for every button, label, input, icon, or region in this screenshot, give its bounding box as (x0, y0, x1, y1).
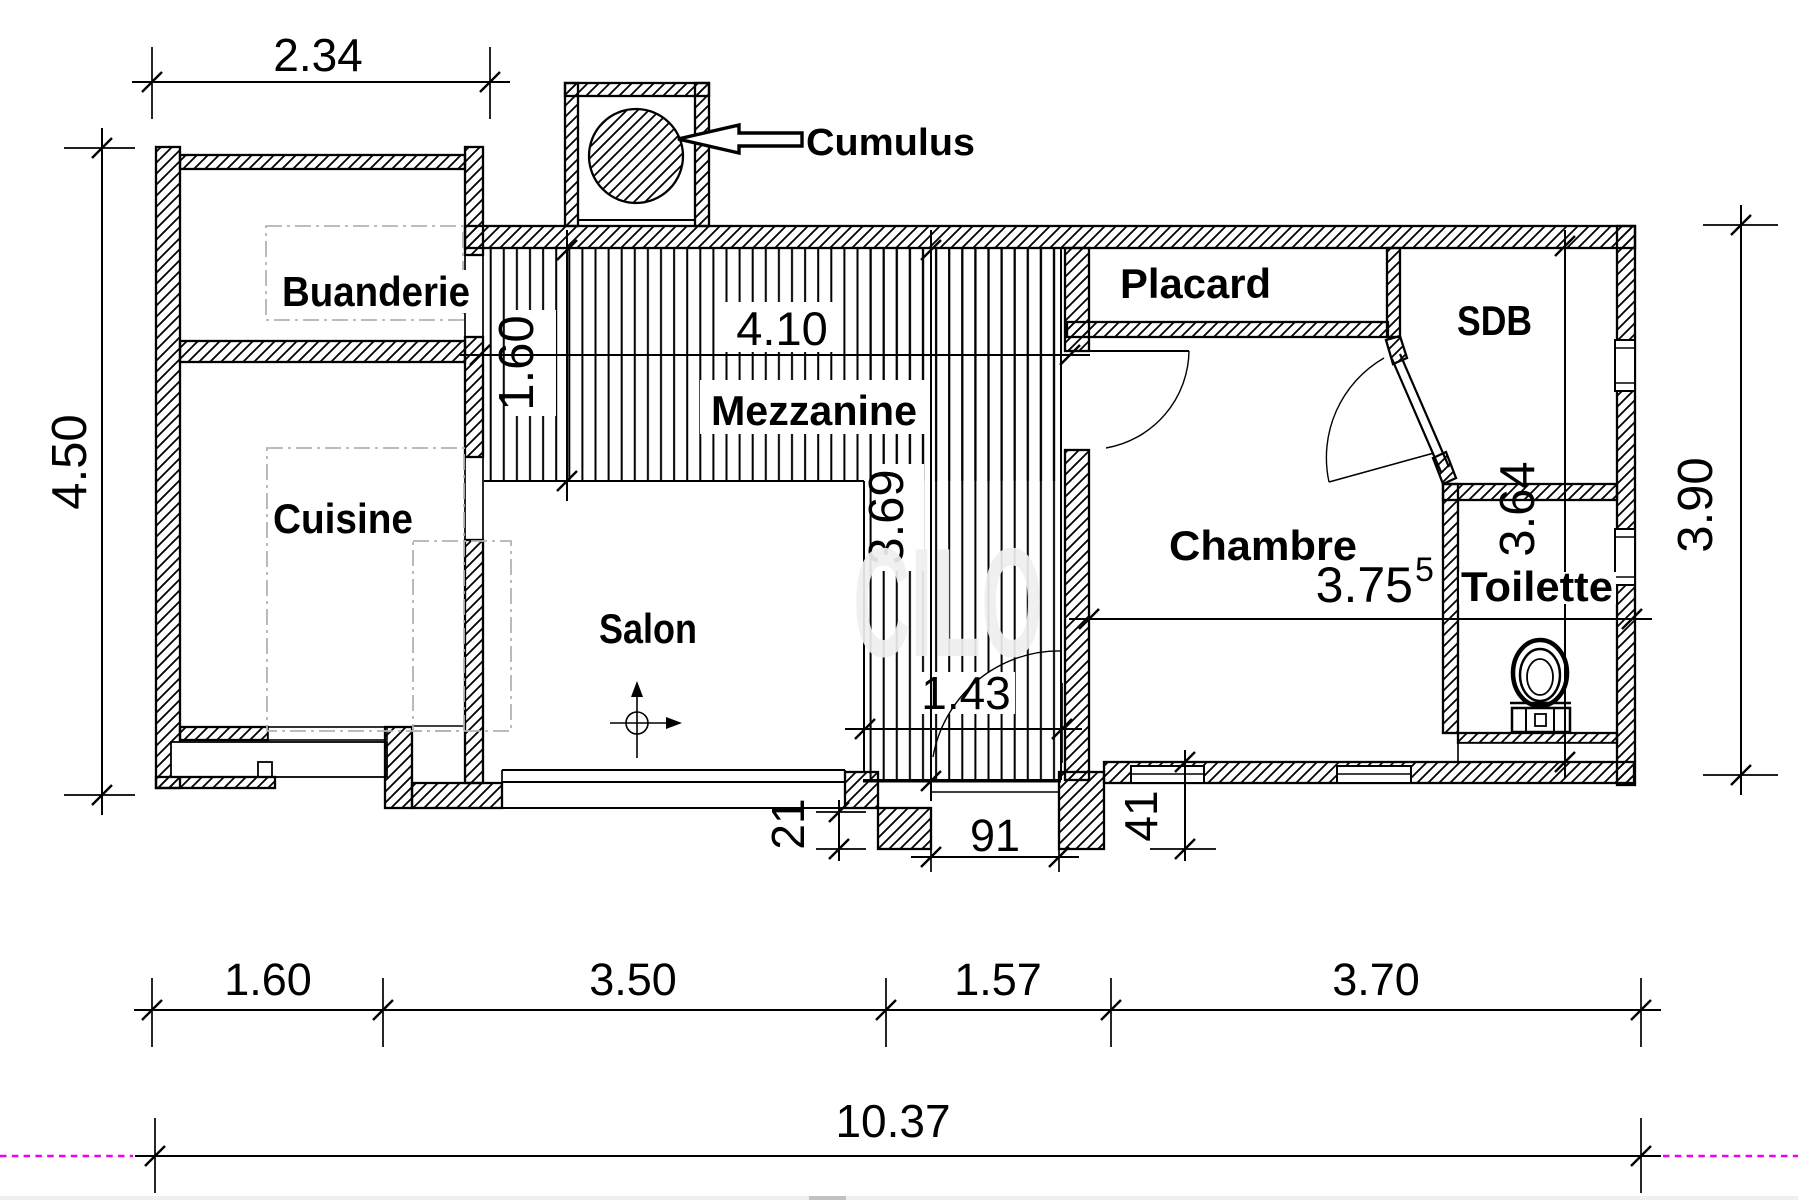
svg-text:Cuisine: Cuisine (273, 495, 413, 542)
svg-text:1.60: 1.60 (224, 954, 312, 1005)
svg-text:Buanderie: Buanderie (282, 268, 470, 315)
svg-text:Mezzanine: Mezzanine (711, 387, 917, 434)
svg-text:10.37: 10.37 (835, 1095, 950, 1147)
svg-text:21: 21 (762, 798, 814, 849)
svg-text:3.90: 3.90 (1669, 457, 1723, 552)
svg-text:Chambre: Chambre (1169, 522, 1357, 569)
svg-text:3.64: 3.64 (1491, 461, 1545, 556)
svg-text:3.70: 3.70 (1332, 954, 1420, 1005)
svg-text:1.57: 1.57 (954, 954, 1042, 1005)
svg-text:3.69: 3.69 (860, 469, 914, 564)
svg-text:3.75: 3.75 (1316, 557, 1413, 613)
svg-text:CILO: CILO (853, 516, 1043, 689)
svg-text:SDB: SDB (1457, 297, 1532, 344)
svg-text:3.50: 3.50 (589, 954, 677, 1005)
svg-text:Placard: Placard (1120, 260, 1271, 307)
svg-text:4.10: 4.10 (736, 302, 827, 355)
svg-text:4.50: 4.50 (43, 414, 97, 509)
svg-text:Toilette: Toilette (1461, 563, 1613, 610)
svg-text:Cumulus: Cumulus (806, 122, 975, 164)
svg-text:91: 91 (970, 810, 1020, 861)
svg-text:2.34: 2.34 (273, 29, 363, 81)
svg-text:Salon: Salon (599, 605, 697, 652)
svg-text:5: 5 (1415, 551, 1434, 589)
svg-text:1.43: 1.43 (921, 667, 1011, 719)
svg-text:1.60: 1.60 (490, 315, 544, 410)
svg-text:41: 41 (1115, 790, 1167, 841)
